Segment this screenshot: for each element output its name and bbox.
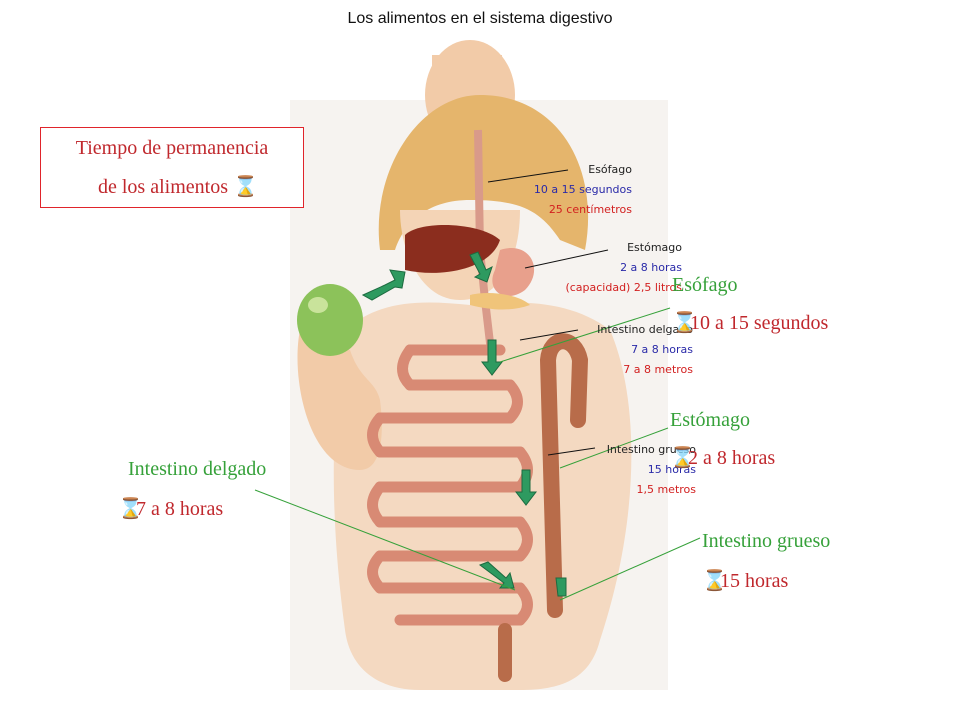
callout-intestino-delgado: Intestino delgado ⌛ 7 a 8 horas: [118, 452, 338, 526]
callout-estomago: Estómago ⌛ 2 a 8 horas: [670, 403, 870, 475]
callout-lines: [254, 307, 701, 601]
residence-time-box: Tiempo de permanencia de los alimentos ⌛: [40, 127, 304, 208]
hourglass-icon: ⌛: [702, 570, 727, 592]
callout-esofago: Esófago ⌛ 10 a 15 segundos: [672, 268, 872, 340]
pancreas: [470, 293, 530, 310]
box-line-2: de los alimentos ⌛: [41, 169, 303, 206]
label-esofago: Esófago 10 a 15 segundos 25 centímetros: [533, 163, 632, 216]
label-estomago: Estómago 2 a 8 horas (capacidad) 2,5 lit…: [565, 241, 682, 294]
apple-highlight: [308, 297, 328, 313]
label-leader-lines: [487, 169, 609, 456]
hair: [378, 95, 589, 250]
hourglass-icon: ⌛: [118, 498, 143, 520]
apple: [297, 284, 363, 356]
label-intestino-delgado: Intestino delgado 7 a 8 horas 7 a 8 metr…: [597, 323, 693, 376]
box-line-1: Tiempo de permanencia: [75, 137, 269, 159]
hourglass-icon: ⌛: [232, 176, 258, 198]
hourglass-icon: ⌛: [672, 312, 697, 334]
label-intestino-grueso: Intestino grueso 15 horas 1,5 metros: [606, 443, 696, 496]
hourglass-icon: ⌛: [670, 447, 695, 469]
arm: [297, 330, 382, 470]
page-title: Los alimentos en el sistema digestivo: [347, 10, 613, 27]
food-path-arrows: [361, 251, 567, 597]
stomach: [492, 248, 535, 297]
callout-intestino-grueso: Intestino grueso ⌛ 15 horas: [702, 524, 902, 598]
large-intestine: [539, 333, 589, 618]
